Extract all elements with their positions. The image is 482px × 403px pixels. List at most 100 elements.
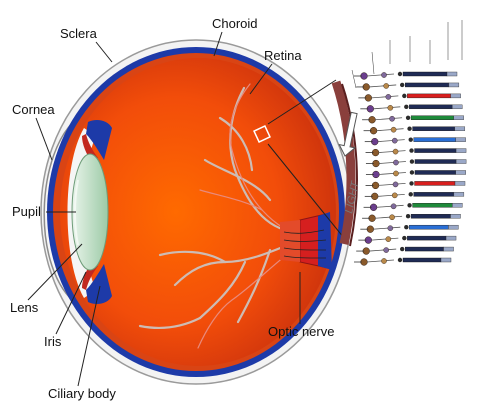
pigment-epithelium-cell: [448, 225, 458, 229]
photoreceptor-nucleus: [398, 258, 402, 262]
inset-cell-captions: [352, 20, 462, 88]
photoreceptor-segment: [405, 83, 449, 87]
bipolar-process: [367, 260, 394, 262]
bipolar-cell: [381, 72, 386, 77]
bipolar-process: [377, 129, 404, 131]
bipolar-process: [379, 172, 406, 174]
photoreceptor-segment: [415, 160, 456, 164]
label-pupil: Pupil: [12, 204, 41, 219]
bipolar-cell: [393, 171, 398, 176]
bipolar-cell: [392, 193, 397, 198]
pigment-epithelium-cell: [455, 181, 465, 185]
photoreceptor-segment: [414, 138, 456, 142]
bipolar-cell: [384, 83, 389, 88]
photoreceptor-segment: [403, 258, 441, 262]
bipolar-process: [379, 162, 406, 164]
photoreceptor-nucleus: [409, 137, 413, 141]
bipolar-cell: [393, 182, 398, 187]
photoreceptor-nucleus: [402, 94, 406, 98]
pigment-epithelium-cell: [446, 236, 456, 240]
photoreceptor-nucleus: [407, 203, 411, 207]
photoreceptor-segment: [413, 203, 453, 207]
bipolar-process: [377, 205, 404, 207]
photoreceptor-segment: [409, 225, 448, 229]
pigment-epithelium-cell: [454, 116, 464, 120]
bipolar-process: [375, 118, 402, 120]
label-retina: Retina: [264, 48, 302, 63]
bipolar-cell: [389, 116, 394, 121]
photoreceptor-segment: [414, 192, 454, 196]
photoreceptor-nucleus: [402, 236, 406, 240]
photoreceptor-segment: [411, 214, 450, 218]
pigment-epithelium-cell: [456, 138, 466, 142]
pigment-epithelium-cell: [449, 83, 459, 87]
photoreceptor-segment: [415, 181, 455, 185]
photoreceptor-segment: [409, 105, 452, 109]
bipolar-process: [369, 249, 396, 251]
photoreceptor-segment: [403, 72, 447, 76]
bipolar-process: [371, 96, 398, 98]
label-choroid: Choroid: [212, 16, 258, 31]
bipolar-cell: [388, 226, 393, 231]
bipolar-cell: [389, 215, 394, 220]
photoreceptor-nucleus: [400, 83, 404, 87]
photoreceptor-segment: [407, 236, 446, 240]
bipolar-process: [369, 85, 396, 87]
bipolar-process: [378, 194, 405, 196]
photoreceptor-nucleus: [409, 181, 413, 185]
label-cornea: Cornea: [12, 102, 55, 117]
bipolar-process: [373, 227, 400, 229]
photoreceptor-nucleus: [406, 214, 410, 218]
bipolar-cell: [393, 160, 398, 165]
label-lens: Lens: [10, 300, 39, 315]
bipolar-cell: [381, 258, 386, 263]
photoreceptor-segment: [407, 94, 450, 98]
photoreceptor-nucleus: [410, 159, 414, 163]
bipolar-cell: [388, 105, 393, 110]
pigment-epithelium-cell: [456, 160, 466, 164]
label-sclera: Sclera: [60, 26, 98, 41]
bipolar-process: [367, 74, 394, 76]
pigment-epithelium-cell: [447, 72, 457, 76]
retina-cell-columns: [354, 72, 466, 266]
bipolar-cell: [392, 138, 397, 143]
photoreceptor-nucleus: [404, 105, 408, 109]
retina-cell-inset: LIGHT: [336, 20, 466, 265]
pigment-epithelium-cell: [452, 105, 462, 109]
photoreceptor-nucleus: [406, 116, 410, 120]
bipolar-process: [379, 151, 406, 153]
pigment-epithelium-cell: [452, 203, 462, 207]
bipolar-cell: [384, 247, 389, 252]
photoreceptor-nucleus: [398, 72, 402, 76]
bipolar-cell: [393, 149, 398, 154]
bipolar-process: [375, 216, 402, 218]
photoreceptor-nucleus: [400, 247, 404, 251]
bipolar-cell: [386, 237, 391, 242]
photoreceptor-nucleus: [409, 192, 413, 196]
lens: [72, 154, 108, 270]
photoreceptor-nucleus: [409, 148, 413, 152]
bipolar-process: [379, 183, 406, 185]
pigment-epithelium-cell: [454, 192, 464, 196]
photoreceptor-nucleus: [410, 170, 414, 174]
bipolar-process: [373, 107, 400, 109]
pigment-epithelium-cell: [456, 170, 466, 174]
bipolar-process: [378, 140, 405, 142]
pigment-epithelium-cell: [444, 247, 454, 251]
bipolar-process: [371, 238, 398, 240]
pigment-epithelium-cell: [450, 214, 460, 218]
photoreceptor-nucleus: [404, 225, 408, 229]
bipolar-cell: [391, 127, 396, 132]
photoreceptor-segment: [411, 116, 454, 120]
pigment-epithelium-cell: [451, 94, 461, 98]
photoreceptor-segment: [415, 170, 456, 174]
label-ciliary-body: Ciliary body: [48, 386, 116, 401]
label-iris: Iris: [44, 334, 62, 349]
photoreceptor-segment: [405, 247, 443, 251]
pigment-epithelium-cell: [456, 149, 466, 153]
pigment-epithelium-cell: [441, 258, 451, 262]
bipolar-cell: [386, 94, 391, 99]
label-optic-nerve: Optic nerve: [268, 324, 334, 339]
